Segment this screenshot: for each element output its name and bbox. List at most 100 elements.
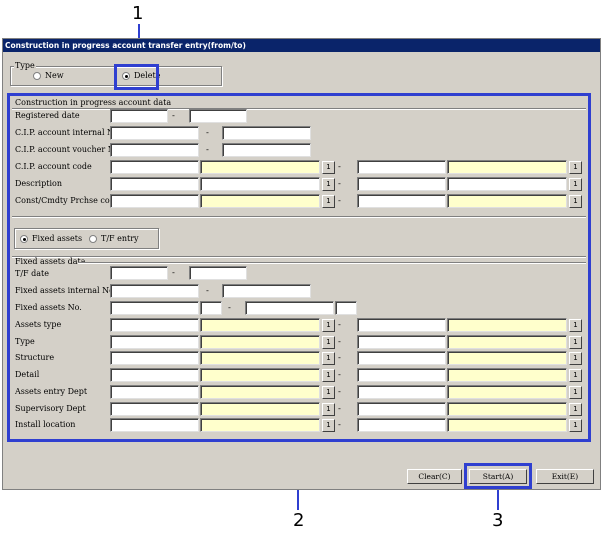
cmdty-code-from-field[interactable] bbox=[110, 194, 199, 208]
detail-to-name[interactable] bbox=[447, 368, 567, 382]
cmdty-code-from-lookup-button[interactable]: 1 bbox=[322, 195, 335, 208]
dash: - bbox=[206, 128, 209, 137]
install-location-to-lookup-button[interactable]: 1 bbox=[569, 419, 582, 432]
structure-from-name[interactable] bbox=[200, 351, 320, 365]
entry-dept-to-field[interactable] bbox=[357, 385, 446, 399]
description-to-lookup-button[interactable]: 1 bbox=[569, 178, 582, 191]
type-to-field[interactable] bbox=[357, 335, 446, 349]
fa-no-from-branch-field[interactable] bbox=[200, 301, 222, 315]
structure-to-lookup-button[interactable]: 1 bbox=[569, 352, 582, 365]
dash: - bbox=[338, 404, 341, 413]
supervisory-dept-from-field[interactable] bbox=[110, 402, 199, 416]
dash: - bbox=[172, 111, 175, 120]
install-location-from-lookup-button[interactable]: 1 bbox=[322, 419, 335, 432]
entry-dept-to-lookup-button[interactable]: 1 bbox=[569, 386, 582, 399]
registered-date-to-field[interactable] bbox=[189, 109, 247, 123]
description-label: Description bbox=[15, 179, 62, 188]
exit-button[interactable]: Exit(E) bbox=[536, 469, 594, 484]
assets-type-from-name[interactable] bbox=[200, 318, 320, 332]
fa-internal-no-to-field[interactable] bbox=[222, 284, 311, 298]
description-to-field[interactable] bbox=[357, 177, 446, 191]
description-from-name[interactable] bbox=[200, 177, 320, 191]
cip-account-code-from-field[interactable] bbox=[110, 160, 199, 174]
supervisory-dept-from-lookup-button[interactable]: 1 bbox=[322, 403, 335, 416]
assets-type-to-field[interactable] bbox=[357, 318, 446, 332]
fa-no-to-field[interactable] bbox=[245, 301, 334, 315]
cip-account-code-from-name[interactable] bbox=[200, 160, 320, 174]
delete-radio-label[interactable]: Delete bbox=[134, 71, 161, 80]
type-to-lookup-button[interactable]: 1 bbox=[569, 336, 582, 349]
registered-date-from-field[interactable] bbox=[110, 109, 168, 123]
entry-dept-from-field[interactable] bbox=[110, 385, 199, 399]
start-button[interactable]: Start(A) bbox=[469, 469, 527, 484]
clear-button[interactable]: Clear(C) bbox=[407, 469, 462, 484]
assets-type-from-field[interactable] bbox=[110, 318, 199, 332]
fixed-assets-radio[interactable] bbox=[20, 235, 28, 243]
structure-from-lookup-button[interactable]: 1 bbox=[322, 352, 335, 365]
detail-to-lookup-button[interactable]: 1 bbox=[569, 369, 582, 382]
cip-voucher-no-to-field[interactable] bbox=[222, 143, 311, 157]
tf-entry-radio[interactable] bbox=[89, 235, 97, 243]
new-radio-label[interactable]: New bbox=[45, 71, 64, 80]
supervisory-dept-to-lookup-button[interactable]: 1 bbox=[569, 403, 582, 416]
dash: - bbox=[338, 320, 341, 329]
cmdty-code-from-name[interactable] bbox=[200, 194, 320, 208]
callout-3-highlight bbox=[464, 463, 532, 489]
entry-dept-to-name[interactable] bbox=[447, 385, 567, 399]
cmdty-code-to-field[interactable] bbox=[357, 194, 446, 208]
cip-voucher-no-from-field[interactable] bbox=[110, 143, 199, 157]
detail-to-field[interactable] bbox=[357, 368, 446, 382]
supervisory-dept-from-name[interactable] bbox=[200, 402, 320, 416]
detail-from-name[interactable] bbox=[200, 368, 320, 382]
new-radio[interactable] bbox=[33, 72, 41, 80]
structure-to-field[interactable] bbox=[357, 351, 446, 365]
cip-account-code-to-name[interactable] bbox=[447, 160, 567, 174]
entry-dept-label: Assets entry Dept bbox=[15, 387, 88, 396]
tf-date-from-field[interactable] bbox=[110, 266, 168, 280]
entry-dept-from-lookup-button[interactable]: 1 bbox=[322, 386, 335, 399]
assets-type-to-lookup-button[interactable]: 1 bbox=[569, 319, 582, 332]
callout-2-highlight bbox=[7, 93, 591, 442]
structure-label: Structure bbox=[15, 353, 55, 362]
structure-from-field[interactable] bbox=[110, 351, 199, 365]
structure-to-name[interactable] bbox=[447, 351, 567, 365]
cip-voucher-no-label: C.I.P. account voucher No. bbox=[15, 145, 122, 154]
install-location-from-field[interactable] bbox=[110, 418, 199, 432]
supervisory-dept-to-name[interactable] bbox=[447, 402, 567, 416]
assets-type-from-lookup-button[interactable]: 1 bbox=[322, 319, 335, 332]
assets-type-to-name[interactable] bbox=[447, 318, 567, 332]
entry-dept-from-name[interactable] bbox=[200, 385, 320, 399]
callout-3: 3 bbox=[492, 510, 504, 531]
type-to-name[interactable] bbox=[447, 335, 567, 349]
tf-date-to-field[interactable] bbox=[189, 266, 247, 280]
detail-label: Detail bbox=[15, 370, 40, 379]
cip-internal-no-to-field[interactable] bbox=[222, 126, 311, 140]
cip-account-code-from-lookup-button[interactable]: 1 bbox=[322, 161, 335, 174]
install-location-to-name[interactable] bbox=[447, 418, 567, 432]
cmdty-code-to-lookup-button[interactable]: 1 bbox=[569, 195, 582, 208]
type-from-lookup-button[interactable]: 1 bbox=[322, 336, 335, 349]
install-location-from-name[interactable] bbox=[200, 418, 320, 432]
description-from-lookup-button[interactable]: 1 bbox=[322, 178, 335, 191]
type-from-name[interactable] bbox=[200, 335, 320, 349]
type-from-field[interactable] bbox=[110, 335, 199, 349]
cmdty-code-to-name[interactable] bbox=[447, 194, 567, 208]
detail-from-lookup-button[interactable]: 1 bbox=[322, 369, 335, 382]
fa-no-from-field[interactable] bbox=[110, 301, 199, 315]
callout-2: 2 bbox=[293, 510, 305, 531]
fa-no-to-branch-field[interactable] bbox=[335, 301, 357, 315]
fa-internal-no-from-field[interactable] bbox=[110, 284, 199, 298]
install-location-to-field[interactable] bbox=[357, 418, 446, 432]
cip-internal-no-from-field[interactable] bbox=[110, 126, 199, 140]
cip-account-code-to-lookup-button[interactable]: 1 bbox=[569, 161, 582, 174]
supervisory-dept-to-field[interactable] bbox=[357, 402, 446, 416]
fixed-assets-radio-label[interactable]: Fixed assets bbox=[32, 234, 83, 243]
detail-from-field[interactable] bbox=[110, 368, 199, 382]
delete-radio[interactable] bbox=[122, 72, 130, 80]
section-separator-2 bbox=[12, 256, 586, 258]
tf-entry-radio-label[interactable]: T/F entry bbox=[101, 234, 139, 243]
description-from-field[interactable] bbox=[110, 177, 199, 191]
dash: - bbox=[206, 145, 209, 154]
cip-account-code-to-field[interactable] bbox=[357, 160, 446, 174]
description-to-name[interactable] bbox=[447, 177, 567, 191]
